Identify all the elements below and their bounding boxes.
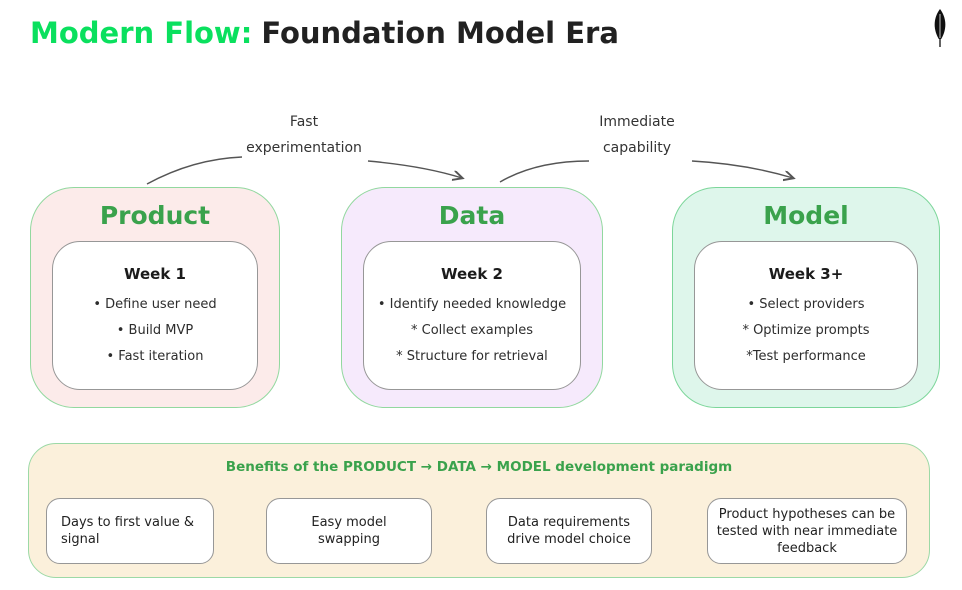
- page-title: Modern Flow:Foundation Model Era: [30, 16, 619, 50]
- stage-item: * Structure for retrieval: [396, 349, 548, 364]
- arrow-label-fast-experimentation: Fast experimentation: [214, 109, 394, 161]
- stage-week-label: Week 2: [441, 265, 503, 283]
- arrow-label-line2: experimentation: [246, 140, 362, 156]
- page-title-highlight: Modern Flow:: [30, 16, 253, 50]
- arrow-label-immediate-capability: Immediate capability: [547, 109, 727, 161]
- arrow-product-to-data-left-segment: [146, 156, 243, 185]
- stage-item: * Collect examples: [411, 323, 533, 338]
- stage-item: • Define user need: [93, 297, 217, 312]
- arrow-product-to-data-head-segment: [367, 160, 462, 178]
- arrow-label-line1: Immediate: [599, 114, 675, 130]
- benefits-heading: Benefits of the PRODUCT → DATA → MODEL d…: [225, 459, 733, 475]
- stage-box-product: Product Week 1 • Define user need • Buil…: [30, 187, 280, 408]
- stage-card-data: Week 2 • Identify needed knowledge * Col…: [363, 241, 581, 390]
- stage-box-model: Model Week 3+ • Select providers * Optim…: [672, 187, 940, 408]
- benefit-card: Easy model swapping: [266, 498, 432, 564]
- stage-item: • Identify needed knowledge: [377, 297, 567, 312]
- stage-week-label: Week 1: [124, 265, 186, 283]
- arrow-label-line2: capability: [602, 140, 672, 156]
- stage-title-product: Product: [99, 201, 211, 230]
- arrow-data-to-model-left-segment: [499, 160, 590, 183]
- mongodb-leaf-icon: [934, 9, 946, 47]
- stage-card-model: Week 3+ • Select providers * Optimize pr…: [694, 241, 918, 390]
- stage-item: • Build MVP: [116, 323, 194, 338]
- arrow-data-to-model-head-segment: [691, 160, 793, 178]
- stage-card-product: Week 1 • Define user need • Build MVP • …: [52, 241, 258, 390]
- benefits-panel: Benefits of the PRODUCT → DATA → MODEL d…: [28, 443, 930, 578]
- stage-week-label: Week 3+: [768, 265, 844, 283]
- page-title-rest: Foundation Model Era: [261, 16, 619, 50]
- arrow-label-line1: Fast: [289, 114, 319, 130]
- stage-item: *Test performance: [746, 349, 866, 364]
- stage-item: • Select providers: [747, 297, 865, 312]
- benefit-card: Product hypotheses can be tested with ne…: [707, 498, 907, 564]
- benefit-card: Days to first value & signal: [46, 498, 214, 564]
- benefit-card: Data requirements drive model choice: [486, 498, 652, 564]
- stage-title-data: Data: [438, 201, 506, 230]
- stage-item: * Optimize prompts: [742, 323, 870, 338]
- stage-box-data: Data Week 2 • Identify needed knowledge …: [341, 187, 603, 408]
- stage-title-model: Model: [763, 201, 849, 230]
- stage-item: • Fast iteration: [106, 349, 204, 364]
